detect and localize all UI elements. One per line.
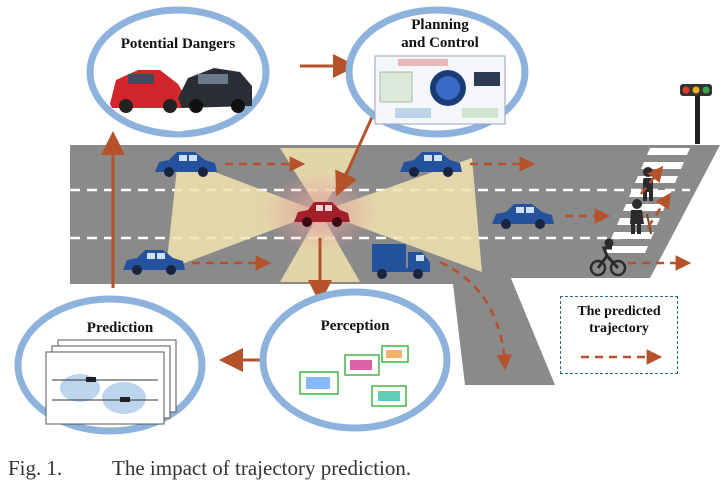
legend-dashed-arrow-icon — [581, 349, 663, 365]
node-prediction — [14, 295, 206, 435]
car-icon — [400, 152, 462, 177]
node-label-planning-line1: Planning — [411, 17, 469, 33]
node-label-prediction: Prediction — [86, 320, 154, 336]
arrow-planning-to-ego — [335, 114, 375, 197]
node-label-perception: Perception — [320, 318, 390, 334]
planning-schematic-image — [374, 55, 506, 125]
node-label-potential-dangers: Potential Dangers — [120, 36, 236, 52]
ego-car-icon — [294, 202, 350, 227]
prediction-plots-image — [45, 339, 177, 425]
node-potential-dangers — [86, 6, 270, 138]
legend-line2: trajectory — [589, 321, 649, 336]
node-label-planning-control: Planning and Control — [395, 16, 485, 52]
car-icon — [492, 204, 554, 229]
caption-number: Fig. 1. — [8, 456, 63, 480]
car-icon — [155, 152, 217, 177]
figure-caption: Fig. 1. The impact of trajectory predicti… — [8, 456, 411, 481]
caption-text: The impact of trajectory prediction. — [112, 456, 412, 480]
node-perception — [259, 288, 451, 432]
truck-icon — [372, 244, 430, 279]
node-label-planning-line2: and Control — [401, 35, 479, 51]
node-planning-control — [345, 6, 529, 138]
cyclist-icon — [589, 238, 627, 277]
elderly-pedestrian-icon — [630, 199, 652, 235]
legend-line1: The predicted — [577, 304, 661, 319]
legend-label: The predicted trajectory — [561, 303, 677, 337]
legend-box: The predicted trajectory — [560, 296, 678, 374]
predicted-trajectories — [192, 156, 692, 371]
flow-arrows — [101, 54, 375, 372]
car-icon — [123, 250, 185, 275]
traffic-light-icon — [680, 84, 712, 144]
perception-pointcloud-image — [299, 345, 409, 407]
crashed-cars-image — [110, 68, 252, 113]
